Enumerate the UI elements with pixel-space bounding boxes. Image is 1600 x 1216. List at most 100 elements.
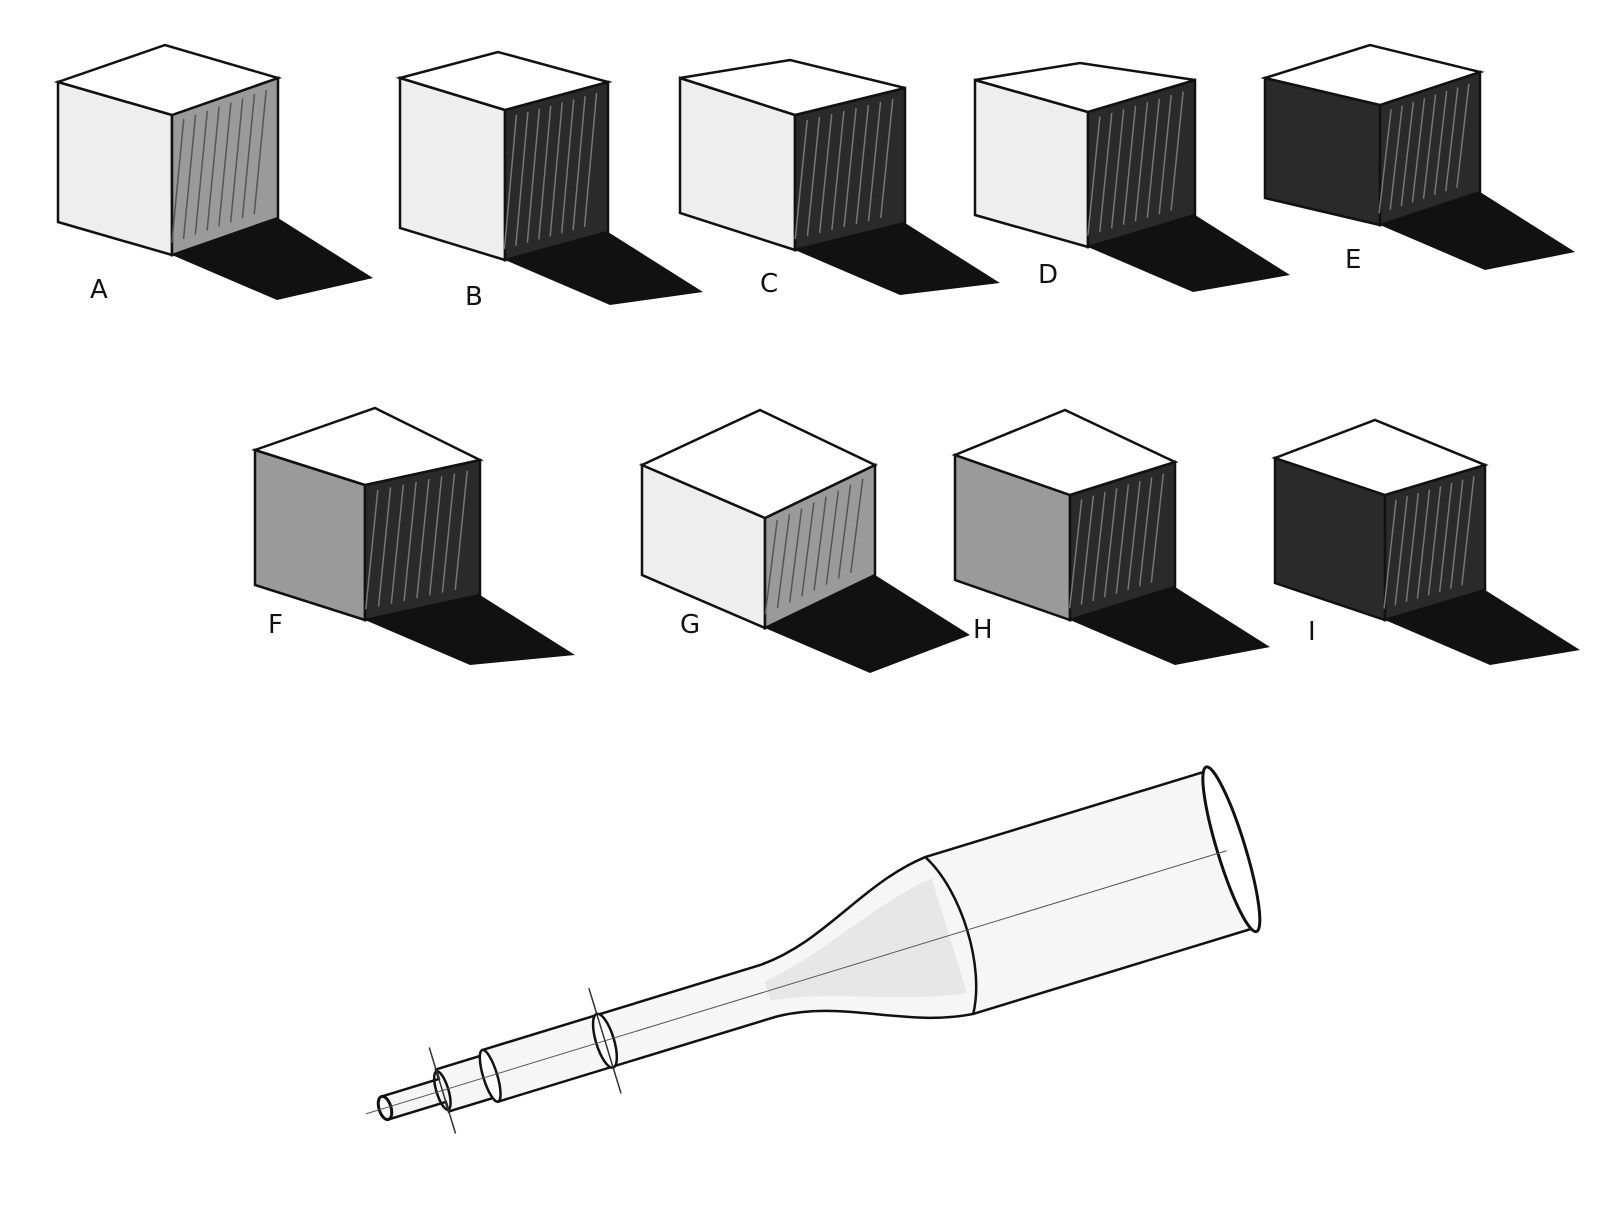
cube-top-face <box>1260 43 1485 107</box>
cube-top-face <box>951 408 1179 497</box>
hatch-stroke <box>1383 499 1397 609</box>
hatch-stroke <box>764 520 778 615</box>
bottle-shoulder-shade <box>764 878 967 1001</box>
hatch-stroke <box>1394 496 1408 606</box>
cube-top-face <box>1271 418 1489 497</box>
hatch-stroke <box>794 119 808 240</box>
bottle-axis <box>365 850 1227 1115</box>
cube-d: D <box>973 61 1290 292</box>
hatch-stroke <box>1080 495 1095 605</box>
hatch-stroke <box>850 478 864 573</box>
hatch-stroke <box>1422 94 1437 199</box>
hatch-stroke <box>1068 499 1083 609</box>
hatch-stroke <box>1138 477 1153 587</box>
hatch-stroke <box>515 111 529 246</box>
cube-label: E <box>1345 245 1361 275</box>
hatch-stroke <box>253 90 267 215</box>
hatch-stroke <box>560 99 575 234</box>
hatch-stroke <box>806 116 821 237</box>
cast-shadow <box>1380 192 1575 270</box>
bottle-drawing <box>365 765 1262 1134</box>
hatch-stroke <box>171 118 185 243</box>
hatch-stroke <box>818 113 833 234</box>
hatch-stroke <box>776 514 791 609</box>
cube-label: B <box>465 282 483 312</box>
hatch-stroke <box>194 110 209 235</box>
hatch-stroke <box>788 508 803 603</box>
hatch-stroke <box>377 487 392 607</box>
hatch-stroke <box>1389 105 1403 210</box>
hatch-stroke <box>549 102 563 237</box>
cube-c: C <box>678 58 1000 299</box>
cube-top-face <box>53 43 283 117</box>
cast-shadow <box>1070 587 1270 665</box>
cube-top-face <box>638 408 878 520</box>
hatch-stroke <box>1146 98 1161 218</box>
hatch-stroke <box>441 473 456 593</box>
cast-shadow <box>765 575 970 673</box>
hatch-stroke <box>1416 489 1431 599</box>
hatch-stroke <box>1461 476 1475 586</box>
cast-shadow <box>365 595 575 665</box>
cube-label: I <box>1308 617 1316 647</box>
construction-line <box>428 1047 457 1134</box>
cube-label: C <box>760 269 778 299</box>
cube-e: E <box>1260 43 1575 275</box>
cube-label: F <box>268 610 283 640</box>
hatch-stroke <box>1127 480 1141 591</box>
hatch-stroke <box>1087 116 1101 236</box>
hatch-stroke <box>206 106 220 231</box>
hatch-stroke <box>837 484 852 579</box>
cube-top-face <box>679 58 906 117</box>
hatch-stroke <box>813 496 827 591</box>
hatch-stroke <box>1433 90 1448 196</box>
hatch-stroke <box>503 114 518 249</box>
cube-top-face <box>251 406 484 487</box>
hatch-stroke <box>1170 91 1184 211</box>
hatch-stroke <box>1400 101 1415 207</box>
cube-label: D <box>1038 260 1058 290</box>
hatch-stroke <box>1134 102 1149 222</box>
hatch-stroke <box>538 105 552 240</box>
cube-label: H <box>973 615 993 645</box>
hatch-stroke <box>583 93 598 228</box>
cast-shadow <box>1088 215 1290 292</box>
hatch-stroke <box>1099 112 1113 232</box>
hatch-stroke <box>831 110 845 231</box>
hatch-stroke <box>825 490 840 585</box>
hatch-stroke <box>1158 95 1172 215</box>
hatch-stroke <box>428 476 443 596</box>
hatch-stroke <box>1092 491 1106 602</box>
hatch-stroke <box>1122 105 1137 225</box>
hatch-stroke <box>1405 492 1420 603</box>
hatch-stroke <box>390 484 405 604</box>
hatch-stroke <box>241 94 256 219</box>
hatch-stroke <box>572 96 586 231</box>
cube-top-face <box>395 50 613 112</box>
cube-label: A <box>90 275 108 305</box>
hatch-stroke <box>867 101 882 222</box>
hatch-stroke <box>843 107 857 228</box>
hatch-stroke <box>1115 484 1130 594</box>
hatch-stroke <box>1411 98 1426 203</box>
cube-studies: A B C D E F G H I <box>53 43 1580 673</box>
hatch-stroke <box>1110 109 1125 229</box>
hatch-stroke <box>229 98 244 223</box>
hatch-stroke <box>855 104 870 225</box>
cube-i: I <box>1271 418 1580 665</box>
hatch-stroke <box>1150 473 1165 583</box>
hatch-stroke <box>1456 83 1470 188</box>
cube-label: G <box>680 610 700 640</box>
cube-b: B <box>395 50 703 312</box>
cast-shadow <box>505 232 703 305</box>
hatch-stroke <box>1427 486 1442 596</box>
cube-h: H <box>951 408 1270 665</box>
hatch-stroke <box>1103 488 1118 598</box>
hatch-stroke <box>526 108 541 243</box>
hatch-stroke <box>365 490 379 610</box>
hatch-stroke <box>1378 109 1392 214</box>
hatch-stroke <box>1450 479 1464 589</box>
hatch-stroke <box>218 102 232 227</box>
